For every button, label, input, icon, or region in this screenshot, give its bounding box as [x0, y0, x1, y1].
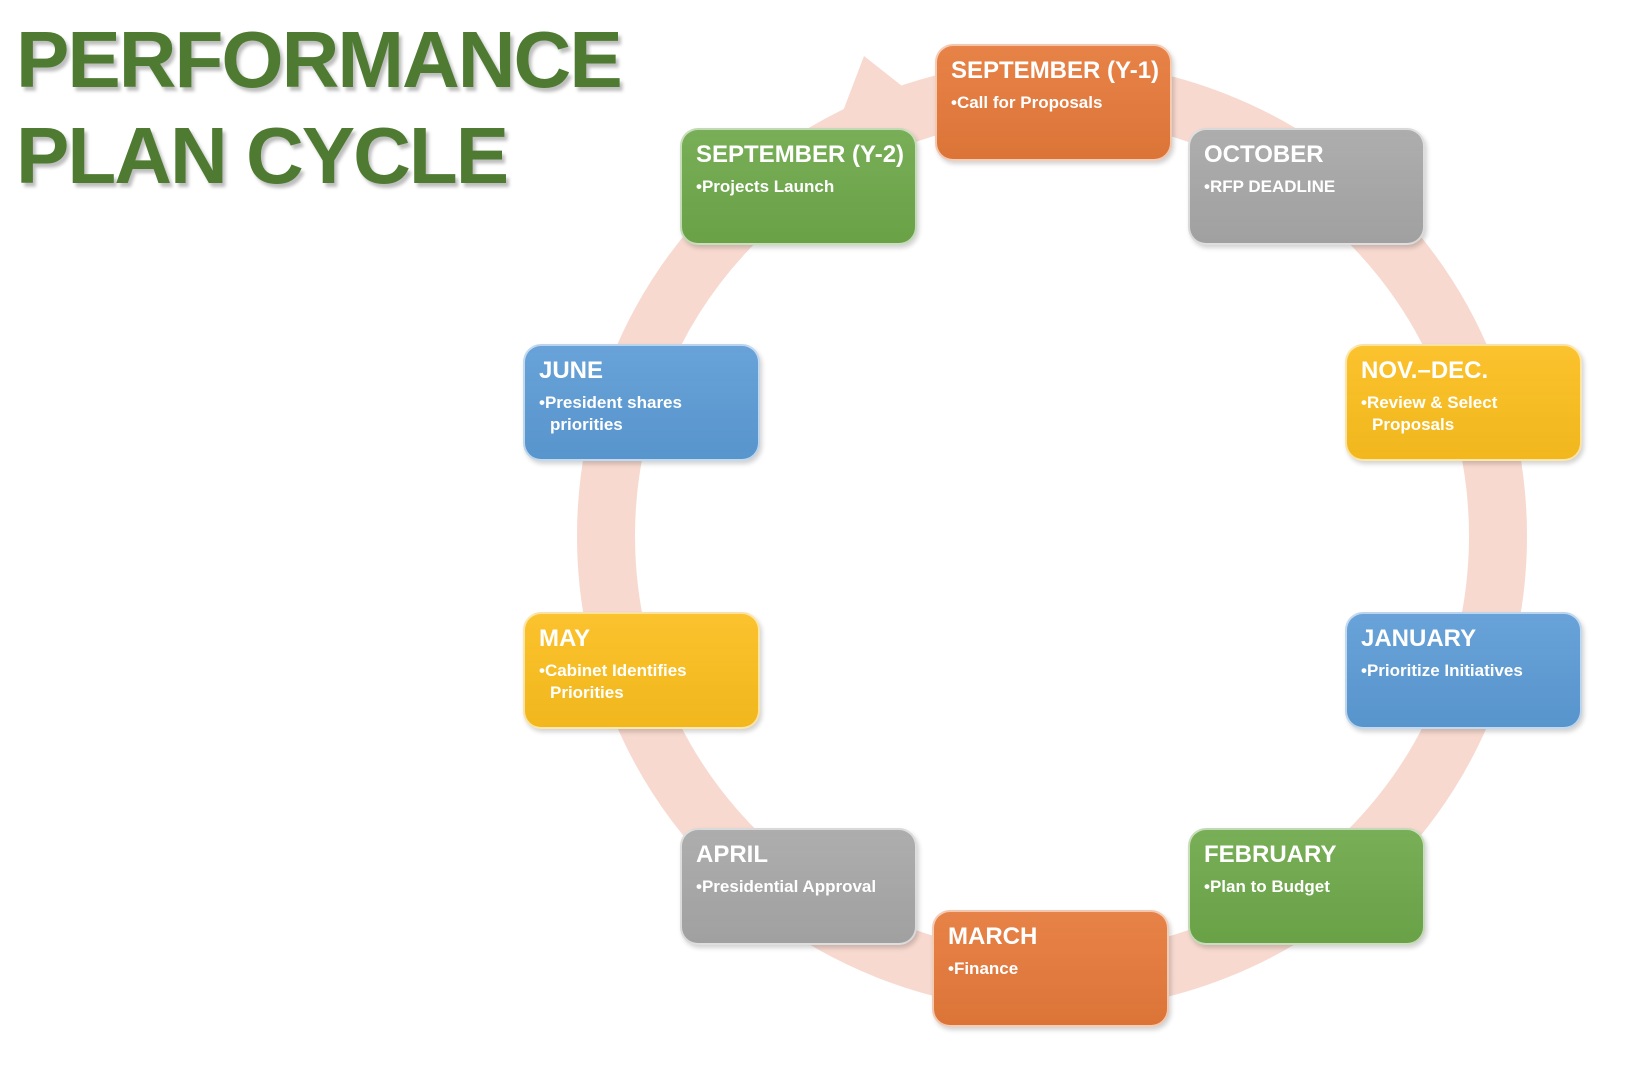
cycle-step-september-y1: SEPTEMBER (Y-1) •Call for Proposals — [935, 44, 1172, 161]
cycle-step-may: MAY •Cabinet Identifies Priorities — [523, 612, 760, 729]
step-month-label: NOV.–DEC. — [1361, 357, 1489, 384]
bullet-marker: • — [696, 877, 702, 896]
step-bullet-text: Presidential Approval — [701, 877, 877, 896]
bullet-marker: • — [1361, 393, 1367, 412]
step-bullet: •Cabinet Identifies Priorities — [539, 660, 744, 704]
cycle-step-june: JUNE •President shares priorities — [523, 344, 760, 461]
step-month-label: JANUARY — [1361, 625, 1477, 652]
bullet-marker: • — [1204, 877, 1210, 896]
step-bullet: •Projects Launch — [696, 176, 901, 198]
step-bullet-text: Finance — [953, 959, 1019, 978]
cycle-step-nov-dec: NOV.–DEC. •Review & Select Proposals — [1345, 344, 1582, 461]
step-bullet: •Presidential Approval — [696, 876, 901, 898]
cycle-step-september-y2: SEPTEMBER (Y-2) •Projects Launch — [680, 128, 917, 245]
bullet-marker: • — [951, 93, 957, 112]
step-month-label: SEPTEMBER (Y-1) — [951, 57, 1160, 84]
step-bullet: •Review & Select Proposals — [1361, 392, 1566, 436]
step-bullet-text: Plan to Budget — [1209, 877, 1330, 896]
step-bullet: •Prioritize Initiatives — [1361, 660, 1566, 682]
step-month-label: OCTOBER — [1204, 141, 1324, 168]
step-bullet: •Plan to Budget — [1204, 876, 1409, 898]
bullet-marker: • — [1204, 177, 1210, 196]
step-bullet: •RFP DEADLINE — [1204, 176, 1409, 198]
step-bullet-text: Prioritize Initiatives — [1366, 661, 1523, 680]
step-month-label: APRIL — [696, 841, 768, 868]
step-bullet-text: Call for Proposals — [956, 93, 1103, 112]
bullet-marker: • — [1361, 661, 1367, 680]
step-month-label: SEPTEMBER (Y-2) — [696, 141, 905, 168]
bullet-marker: • — [539, 661, 545, 680]
step-bullet: •Call for Proposals — [951, 92, 1156, 114]
step-bullet-text: Projects Launch — [701, 177, 835, 196]
page-title-line2: PLAN CYCLE — [16, 111, 509, 200]
step-bullet: •President shares priorities — [539, 392, 744, 436]
cycle-arrowhead-icon — [832, 56, 930, 140]
bullet-marker: • — [696, 177, 702, 196]
cycle-step-march: MARCH •Finance — [932, 910, 1169, 1027]
cycle-step-february: FEBRUARY •Plan to Budget — [1188, 828, 1425, 945]
step-bullet: •Finance — [948, 958, 1153, 980]
cycle-step-october: OCTOBER •RFP DEADLINE — [1188, 128, 1425, 245]
page-title-line1: PERFORMANCE — [16, 15, 623, 104]
step-month-label: MAY — [539, 625, 591, 652]
page-title: PERFORMANCE PLAN CYCLE — [16, 12, 623, 204]
step-month-label: MARCH — [948, 923, 1038, 950]
cycle-step-january: JANUARY •Prioritize Initiatives — [1345, 612, 1582, 729]
bullet-marker: • — [948, 959, 954, 978]
step-bullet-text: Review & Select Proposals — [1366, 393, 1498, 434]
step-bullet-text: RFP DEADLINE — [1209, 177, 1336, 196]
step-month-label: FEBRUARY — [1204, 841, 1337, 868]
step-month-label: JUNE — [539, 357, 604, 384]
step-bullet-text: Cabinet Identifies Priorities — [544, 661, 687, 702]
cycle-step-april: APRIL •Presidential Approval — [680, 828, 917, 945]
step-bullet-text: President shares priorities — [544, 393, 682, 434]
bullet-marker: • — [539, 393, 545, 412]
